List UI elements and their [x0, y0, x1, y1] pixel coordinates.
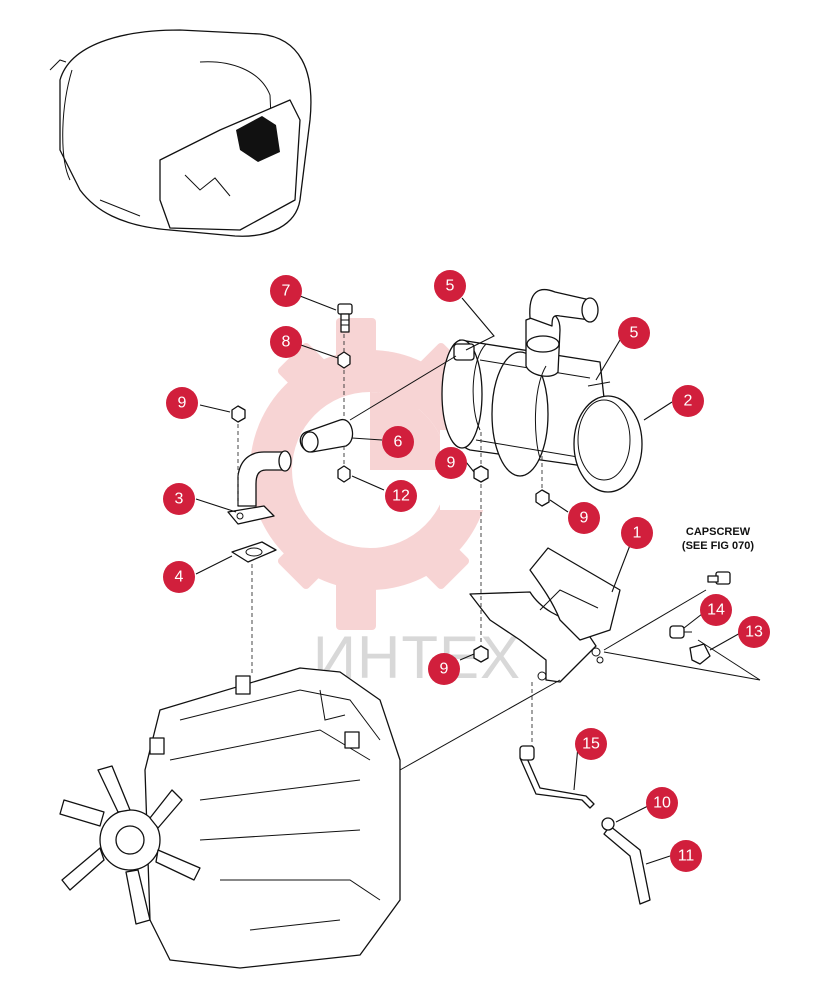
- callout-12[interactable]: 12: [385, 480, 417, 512]
- callout-14[interactable]: 14: [700, 594, 732, 626]
- air-cleaner-assembly: [441, 288, 643, 493]
- callout-9-lower[interactable]: 9: [428, 653, 460, 685]
- callout-12-label: 12: [392, 488, 410, 505]
- callout-9-center-label: 9: [447, 455, 456, 472]
- nut-9-lower: [473, 645, 489, 663]
- hose-11: [601, 817, 651, 905]
- callout-9-left[interactable]: 9: [166, 387, 198, 419]
- callout-10-label: 10: [653, 795, 671, 812]
- gasket-4: [231, 541, 277, 563]
- callout-1[interactable]: 1: [621, 517, 653, 549]
- nut-9-center: [473, 465, 489, 483]
- callout-2-label: 2: [684, 393, 693, 410]
- hose-15: [519, 745, 595, 809]
- engine-assembly: [59, 667, 401, 969]
- callout-11-label: 11: [678, 848, 695, 865]
- callout-9-right-label: 9: [580, 510, 589, 527]
- callout-10[interactable]: 10: [646, 787, 678, 819]
- nut-8: [337, 351, 351, 369]
- callout-11[interactable]: 11: [670, 840, 702, 872]
- capscrew-note-line2: (SEE FIG 070): [682, 540, 754, 552]
- callout-3[interactable]: 3: [163, 483, 195, 515]
- capscrew-ref: [707, 571, 731, 585]
- clamp-13: [689, 643, 711, 665]
- callout-7[interactable]: 7: [270, 275, 302, 307]
- elbow-3: [227, 450, 292, 525]
- callout-15[interactable]: 15: [575, 728, 607, 760]
- capscrew-7: [337, 303, 353, 333]
- nut-9-right: [535, 489, 550, 507]
- hose-6: [299, 419, 354, 453]
- callout-4-label: 4: [175, 569, 184, 586]
- callout-9-right[interactable]: 9: [568, 502, 600, 534]
- callout-2[interactable]: 2: [672, 385, 704, 417]
- callout-13[interactable]: 13: [738, 616, 770, 648]
- fan-blades: [59, 765, 201, 925]
- mounting-bracket: [469, 547, 621, 683]
- callout-9-left-label: 9: [178, 395, 187, 412]
- capscrew-note: CAPSCREW (SEE FIG 070): [682, 526, 754, 552]
- callout-5-right-label: 5: [630, 325, 639, 342]
- capscrew-note-line1: CAPSCREW: [686, 526, 751, 538]
- callout-6[interactable]: 6: [382, 426, 414, 458]
- callout-15-label: 15: [582, 736, 600, 753]
- callout-6-label: 6: [394, 434, 403, 451]
- callout-13-label: 13: [745, 624, 763, 641]
- callout-7-label: 7: [282, 283, 291, 300]
- callout-9-lower-label: 9: [440, 661, 449, 678]
- machine-locator-inset: [49, 29, 312, 237]
- callout-8-label: 8: [282, 334, 291, 351]
- callout-9-center[interactable]: 9: [435, 447, 467, 479]
- assembly-lines: [237, 334, 761, 771]
- callout-8[interactable]: 8: [270, 326, 302, 358]
- callout-5-top-label: 5: [446, 278, 455, 295]
- fitting-14: [669, 625, 692, 639]
- callout-14-label: 14: [707, 602, 725, 619]
- callout-leaders: [195, 295, 743, 865]
- callout-3-label: 3: [175, 491, 184, 508]
- nut-9-left: [231, 405, 246, 423]
- callout-5-top[interactable]: 5: [434, 270, 466, 302]
- callout-1-label: 1: [633, 525, 642, 542]
- callout-4[interactable]: 4: [163, 561, 195, 593]
- nut-12: [337, 465, 351, 483]
- callout-5-right[interactable]: 5: [618, 317, 650, 349]
